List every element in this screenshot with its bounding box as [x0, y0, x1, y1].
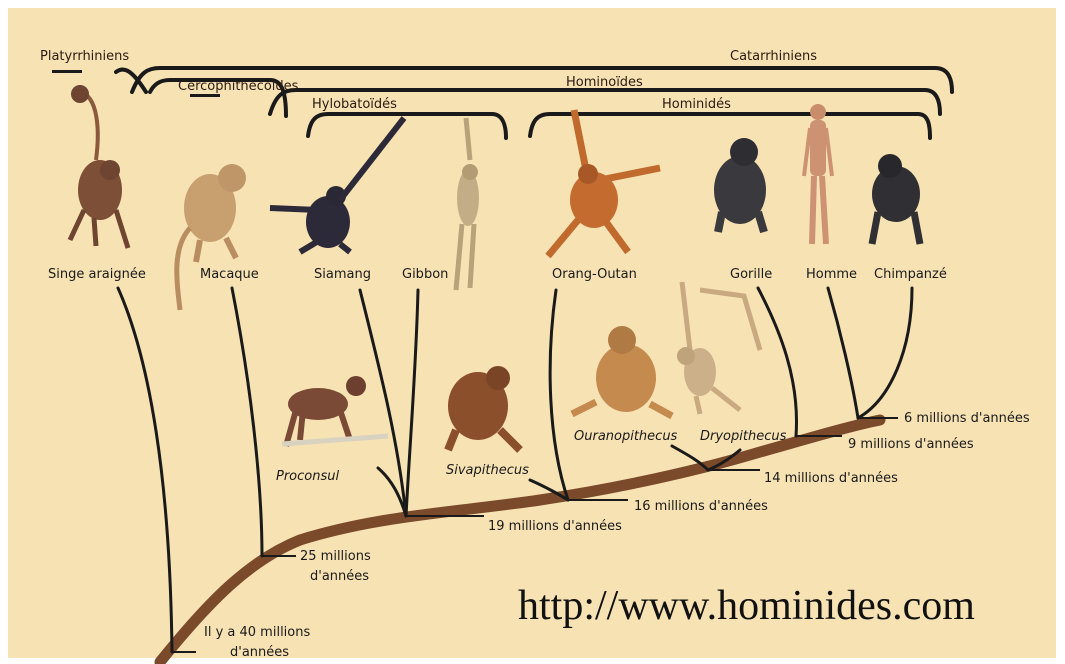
- gibbon-label: Gibbon: [402, 267, 448, 282]
- proconsul-label: Proconsul: [276, 469, 339, 484]
- gorille-label: Gorille: [730, 267, 772, 282]
- time-16-label: 16 millions d'années: [634, 499, 768, 514]
- chimpanze-label: Chimpanzé: [874, 267, 947, 282]
- time-6-label: 6 millions d'années: [904, 411, 1030, 426]
- time-40-line1: Il y a 40 millions: [204, 625, 310, 640]
- hylobatoides-label: Hylobatoïdés: [312, 97, 397, 112]
- catarrhiniens-label: Catarrhiniens: [730, 49, 817, 64]
- ouranopithecus-label: Ouranopithecus: [574, 429, 678, 444]
- cercopithecoides-tick: [190, 94, 220, 97]
- sivapithecus-label: Sivapithecus: [446, 463, 529, 478]
- time-9-label: 9 millions d'années: [848, 437, 974, 452]
- time-14-label: 14 millions d'années: [764, 471, 898, 486]
- orang-outan-label: Orang-Outan: [552, 267, 637, 282]
- time-40-line2: d'années: [230, 645, 289, 660]
- time-19-label: 19 millions d'années: [488, 519, 622, 534]
- time-25-line2: d'années: [310, 569, 369, 584]
- diagram-background: [8, 8, 1056, 658]
- time-25-line1: 25 millions: [300, 549, 371, 564]
- macaque-label: Macaque: [200, 267, 259, 282]
- source-url[interactable]: http://www.hominides.com: [518, 582, 975, 630]
- dryopithecus-label: Dryopithecus: [700, 429, 787, 444]
- platyrrhiniens-label: Platyrrhiniens: [40, 49, 129, 64]
- cercopithecoides-label: Cercophithécoïdes: [178, 79, 299, 94]
- platyrrhiniens-tick: [52, 70, 82, 73]
- hominoides-label: Hominoïdes: [566, 75, 643, 90]
- hominides-label: Hominidés: [662, 97, 731, 112]
- homme-label: Homme: [806, 267, 857, 282]
- singe-araignee-label: Singe araignée: [48, 267, 146, 282]
- siamang-label: Siamang: [314, 267, 371, 282]
